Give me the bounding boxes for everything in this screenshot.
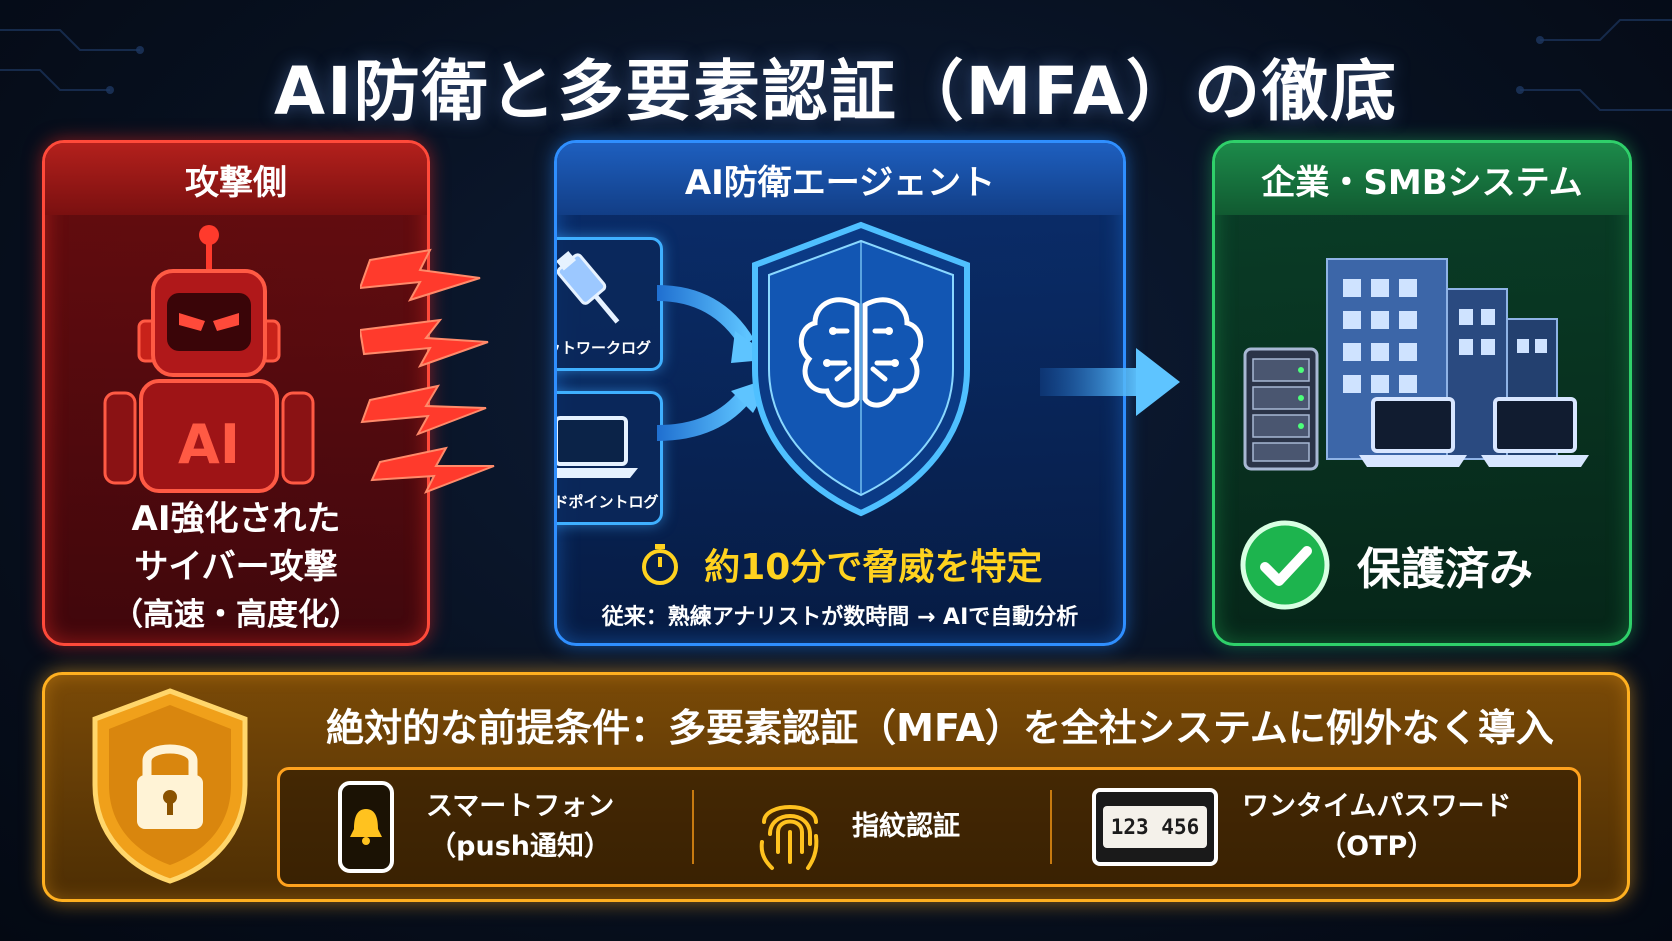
- mfa-method-otp-line2: （OTP）: [1319, 831, 1435, 862]
- attack-line-2: サイバー攻撃: [134, 547, 338, 587]
- mfa-method-fingerprint: 指紋認証: [750, 770, 1050, 884]
- comparison-text: 従来：熟練アナリストが数時間 → AIで自動分析: [601, 605, 1079, 630]
- endpoint-log-label: エンドポイントログ: [554, 493, 659, 511]
- robot-icon: AI: [103, 225, 315, 493]
- corporate-panel: 企業・SMBシステム: [1212, 140, 1632, 646]
- mfa-method-otp-line1: ワンタイムパスワード: [1242, 791, 1512, 822]
- protected-status-text: 保護済み: [1357, 544, 1533, 595]
- shield-brain-icon: [752, 221, 970, 517]
- mfa-title: 絶対的な前提条件：多要素認証（MFA）を全社システムに例外なく導入: [326, 706, 1554, 750]
- defense-panel: AI防衛エージェント ネットワークログ エンドポイントログ: [554, 140, 1126, 646]
- otp-code: 123 456: [1103, 806, 1207, 848]
- divider: [692, 790, 694, 864]
- network-log-box: ネットワークログ: [557, 237, 663, 371]
- page-title: AI防衛と多要素認証（MFA）の徹底: [274, 53, 1398, 130]
- defense-panel-header: AI防衛エージェント: [557, 143, 1123, 215]
- mfa-method-smartphone-line1: スマートフォン: [426, 791, 615, 822]
- mfa-methods: スマートフォン （push通知） 指紋認証: [277, 767, 1581, 887]
- lock-shield-icon: [92, 688, 248, 884]
- endpoint-log-box: エンドポイントログ: [554, 391, 663, 525]
- robot-badge: AI: [178, 413, 240, 476]
- protected-status: 保護済み: [1237, 513, 1601, 617]
- fingerprint-icon: [759, 805, 819, 870]
- mfa-method-smartphone: スマートフォン （push通知）: [334, 770, 674, 884]
- laptop-icon: [557, 416, 638, 478]
- check-circle-icon: [1240, 520, 1330, 610]
- attack-description: AI強化された サイバー攻撃 （高速・高度化）: [45, 495, 427, 639]
- lightning-attack-icon: [360, 248, 495, 494]
- arrow-right-icon: [1040, 348, 1180, 416]
- network-log-label: ネットワークログ: [557, 339, 651, 357]
- mfa-method-smartphone-line2: （push通知）: [429, 831, 612, 862]
- building-icon: [1243, 258, 1589, 471]
- attack-panel-header: 攻撃側: [45, 143, 427, 215]
- detection-time-text: 約10分で脅威を特定: [704, 547, 1043, 588]
- corporate-panel-header: 企業・SMBシステム: [1215, 143, 1629, 215]
- mfa-method-fingerprint-label: 指紋認証: [852, 811, 960, 842]
- detection-time: 約10分で脅威を特定: [557, 538, 1123, 590]
- stopwatch-icon: [641, 544, 678, 585]
- attack-panel: 攻撃側 AI AI強化された サイバー攻撃 （高速・高度化）: [42, 140, 430, 646]
- cable-icon: [557, 250, 620, 324]
- divider: [1050, 790, 1052, 864]
- smartphone-bell-icon: [338, 781, 394, 873]
- mfa-panel: 絶対的な前提条件：多要素認証（MFA）を全社システムに例外なく導入 スマートフォ…: [42, 672, 1630, 902]
- attack-line-3: （高速・高度化）: [112, 597, 360, 633]
- otp-card-icon: 123 456: [1092, 788, 1218, 866]
- attack-line-1: AI強化された: [131, 499, 341, 539]
- mfa-method-otp: 123 456 ワンタイムパスワード （OTP）: [1092, 770, 1552, 884]
